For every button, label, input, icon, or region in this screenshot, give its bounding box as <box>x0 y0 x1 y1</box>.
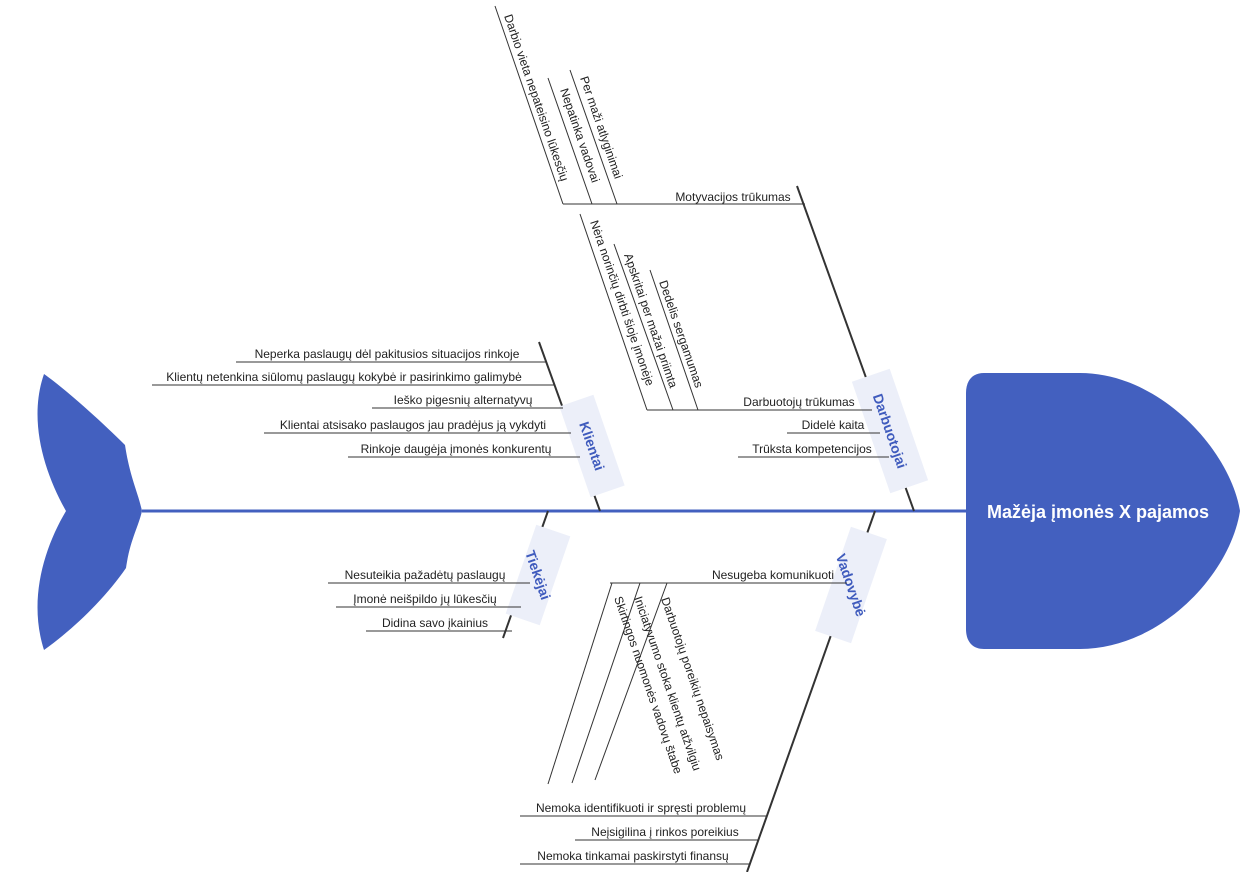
sub-cause-line <box>494 5 564 205</box>
cause-label: Motyvacijos trūkumas <box>675 190 790 204</box>
category-box <box>815 526 887 644</box>
category-box <box>851 368 929 494</box>
sub-cause-line <box>571 582 641 784</box>
category-vadovybe[interactable]: Vadovybė <box>815 526 887 644</box>
cause-label: Neįsigilina į rinkos poreikius <box>591 825 738 839</box>
cause-label: Įmonė neišpildo jų lūkesčių <box>353 592 497 606</box>
sub-cause-line <box>594 582 668 781</box>
cause-label: Trūksta kompetencijos <box>752 442 872 456</box>
cause-label: Didelė kaita <box>802 418 865 432</box>
cause-label: Darbuotojų trūkumas <box>743 395 854 409</box>
fish-head <box>966 373 1240 649</box>
cause-label: Klientų netenkina siūlomų paslaugų kokyb… <box>166 370 522 384</box>
cause-label: Nemoka tinkamai paskirstyti finansų <box>537 849 729 863</box>
cause-label: Nesuteikia pažadėtų paslaugų <box>345 568 506 582</box>
cause-label: Nesugeba komunikuoti <box>712 568 834 582</box>
problem-statement: Mažėja įmonės X pajamos <box>987 502 1209 522</box>
category-klientai[interactable]: Klientai <box>559 394 625 498</box>
cause-label: Nemoka identifikuoti ir spręsti problemų <box>536 801 746 815</box>
sub-cause-line <box>649 269 699 411</box>
sub-cause-line <box>547 77 593 205</box>
cause-label: Neperka paslaugų dėl pakitusios situacij… <box>255 347 520 361</box>
fish-tail <box>37 374 142 650</box>
cause-label: Rinkoje daugėja įmonės konkurentų <box>361 442 552 456</box>
category-box <box>505 524 571 626</box>
category-box <box>559 394 625 498</box>
sub-cause-line <box>547 582 613 785</box>
sub-cause-line <box>613 243 674 411</box>
cause-label: Ieško pigesnių alternatyvų <box>394 393 533 407</box>
sub-cause-line <box>569 69 618 205</box>
category-tiekejai[interactable]: Tiekėjai <box>505 524 571 626</box>
sub-cause-line <box>579 213 648 411</box>
cause-label: Klientai atsisako paslaugos jau pradėjus… <box>280 418 546 432</box>
cause-label: Didina savo įkainius <box>382 616 488 630</box>
